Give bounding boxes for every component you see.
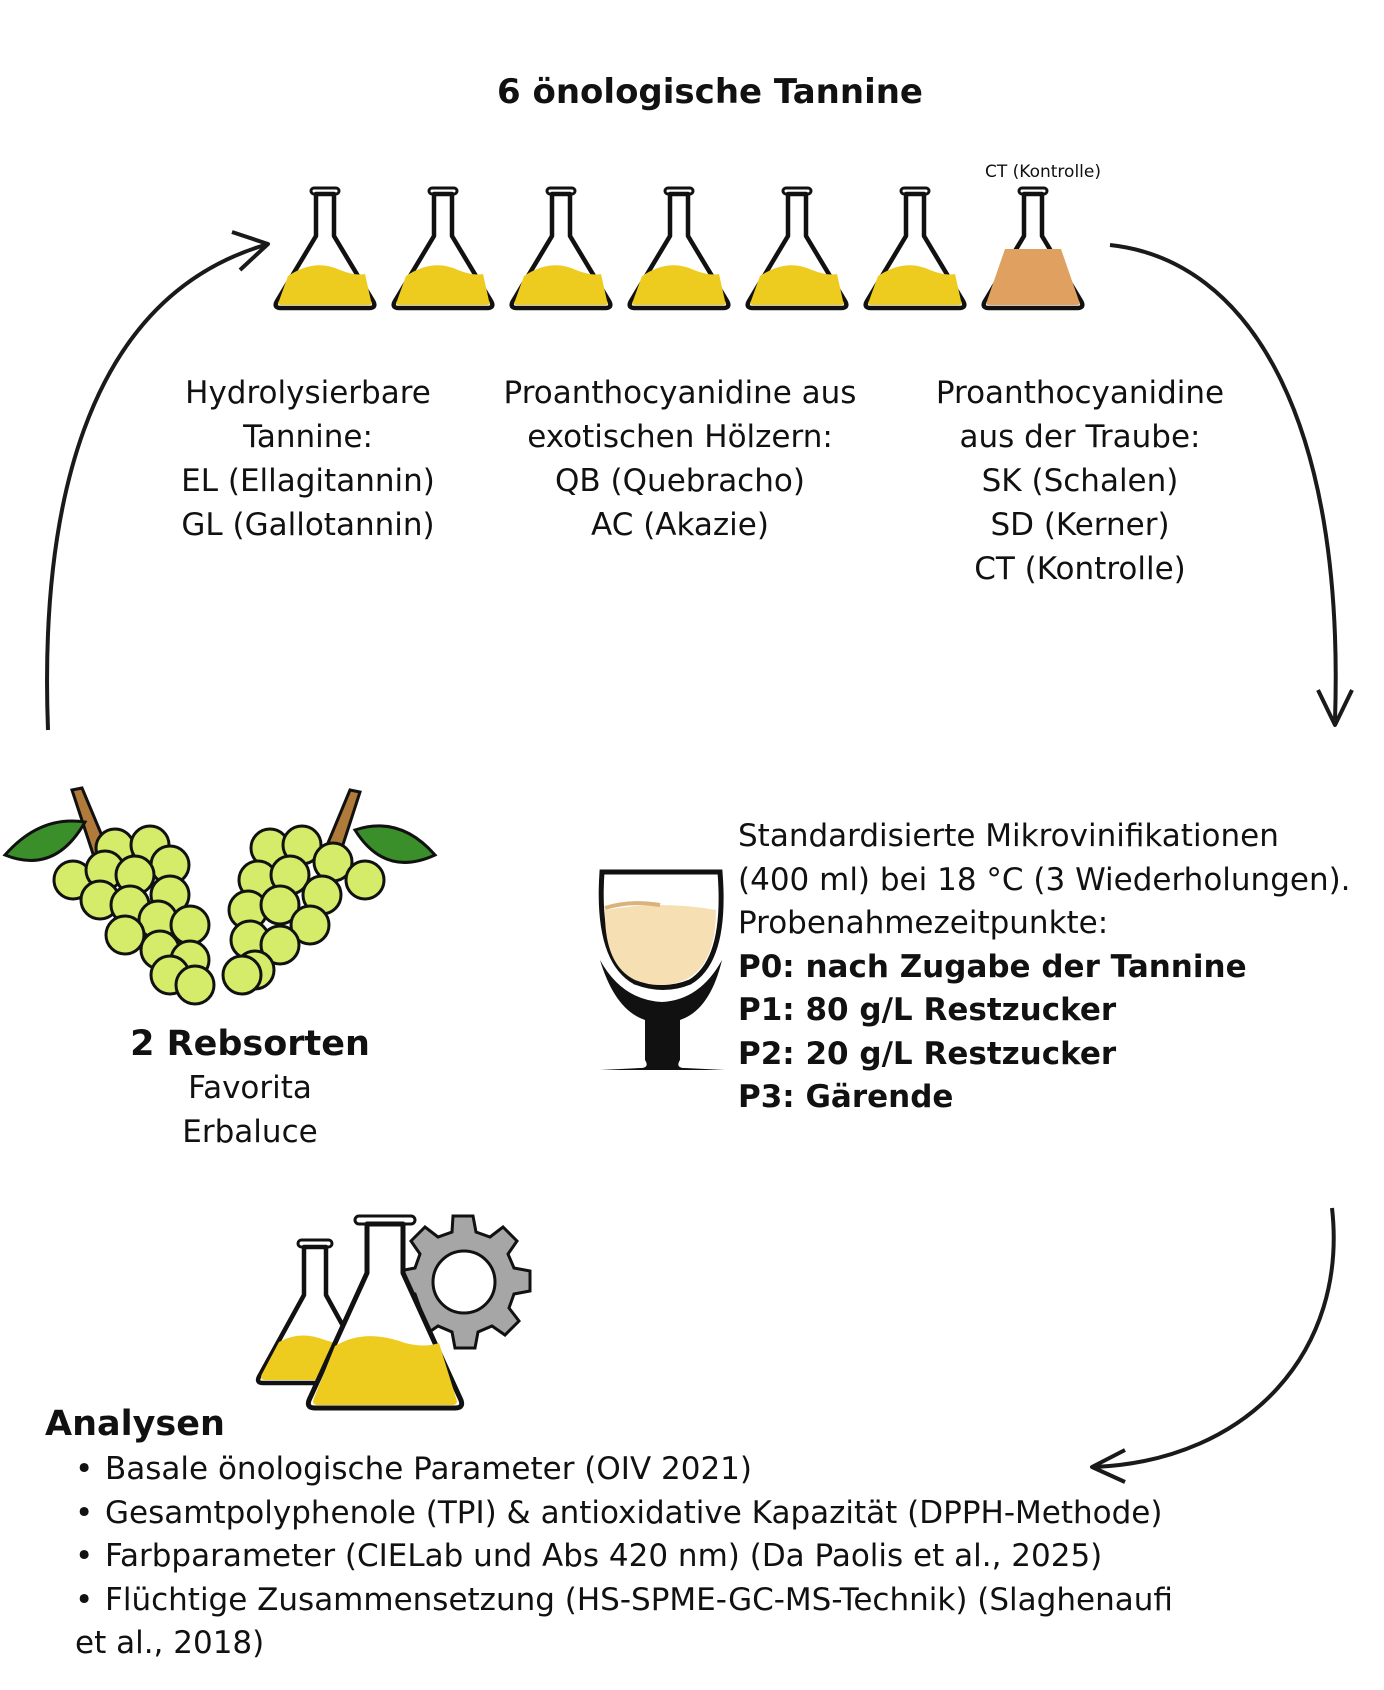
analyses-heading: Analysen <box>45 1404 225 1444</box>
grape-icon <box>221 788 438 996</box>
analysis-item-text: Flüchtige Zusammensetzung (HS-SPME-GC-MS… <box>105 1581 1173 1618</box>
bullet: • <box>75 1451 94 1487</box>
tannin-flask-3 <box>512 188 611 308</box>
group-line: SD (Kerner) <box>990 507 1170 543</box>
bullet: • <box>75 1581 94 1618</box>
grape-varieties: 2 Rebsorten Favorita Erbaluce <box>60 1022 440 1154</box>
sampling-point: P1: 80 g/L Restzucker <box>738 992 1117 1028</box>
group-line: Proanthocyanidine <box>935 375 1225 411</box>
gear-icon <box>397 1214 532 1350</box>
sampling-point: P0: nach Zugabe der Tannine <box>738 948 1247 985</box>
arrow-bottom-right <box>1094 1207 1336 1469</box>
analyses-section: Analysen • Basale önologische Parameter … <box>45 1402 1173 1666</box>
analysis-item: • Basale önologische Parameter (OIV 2021… <box>45 1448 1173 1492</box>
group-line: AC (Akazie) <box>591 507 769 543</box>
sampling-point: P2: 20 g/L Restzucker <box>738 1035 1117 1072</box>
arrow-bottom-right-head <box>1090 1448 1126 1484</box>
arrow-right-down <box>1109 243 1338 721</box>
analysis-item-continuation: et al., 2018) <box>75 1625 265 1661</box>
vinif-line: Probenahmezeitpunkte: <box>738 905 1109 941</box>
arrow-left-up <box>45 243 266 731</box>
sampling-point: P3: Gärende <box>738 1079 954 1115</box>
analysis-item-text: Farbparameter (CIELab und Abs 420 nm) (D… <box>105 1538 1103 1574</box>
tannin-group-hydrolysable: Hydrolysierbare Tannine: EL (Ellagitanni… <box>148 371 468 547</box>
tannin-flask-6 <box>866 188 965 308</box>
vinif-line: (400 ml) bei 18 °C (3 Wiederholungen). <box>738 861 1351 898</box>
analysis-item: • Gesamtpolyphenole (TPI) & antioxidativ… <box>45 1492 1173 1536</box>
group-line: SK (Schalen) <box>981 463 1179 499</box>
analysis-item: • Farbparameter (CIELab und Abs 420 nm) … <box>45 1535 1173 1579</box>
analysis-item-text: Gesamtpolyphenole (TPI) & antioxidative … <box>105 1494 1163 1531</box>
tannin-flask-5 <box>748 188 847 308</box>
grape-variety: Favorita <box>188 1070 312 1106</box>
group-line: Hydrolysierbare <box>185 375 431 411</box>
group-line: GL (Gallotannin) <box>181 507 435 543</box>
diagram-title: 6 önologische Tannine <box>497 72 923 112</box>
tannin-flask-2 <box>394 188 493 308</box>
vinif-line: Standardisierte Mikrovinifikationen <box>738 818 1279 854</box>
control-flask <box>984 188 1083 308</box>
tannin-flask-4 <box>630 188 729 308</box>
arrow-right-down-head <box>1316 689 1354 727</box>
grape-varieties-heading: 2 Rebsorten <box>130 1024 370 1064</box>
tannin-group-grape: Proanthocyanidine aus der Traube: SK (Sc… <box>910 371 1250 591</box>
control-flask-caption: CT (Kontrolle) <box>985 162 1101 182</box>
grape-variety: Erbaluce <box>182 1114 318 1150</box>
arrow-left-up-head <box>231 230 270 272</box>
group-line: Proanthocyanidine aus <box>503 375 857 411</box>
group-line: Tannine: <box>243 419 373 455</box>
tannin-flask-1 <box>276 188 375 308</box>
group-line: QB (Quebracho) <box>555 463 805 499</box>
large-flask-icon <box>305 1214 465 1411</box>
analysis-item: • Flüchtige Zusammensetzung (HS-SPME-GC-… <box>45 1579 1173 1623</box>
group-line: EL (Ellagitannin) <box>181 463 435 499</box>
microvinification-text: Standardisierte Mikrovinifikationen (400… <box>738 815 1351 1120</box>
group-line: aus der Traube: <box>959 419 1201 455</box>
group-line: CT (Kontrolle) <box>974 551 1186 587</box>
tannin-group-exotic-wood: Proanthocyanidine aus exotischen Hölzern… <box>480 371 880 547</box>
bullet: • <box>75 1494 94 1531</box>
bullet: • <box>75 1538 94 1574</box>
wine-glass-icon <box>598 869 725 1070</box>
grape-icon <box>2 786 216 1006</box>
analysis-item-text: Basale önologische Parameter (OIV 2021) <box>105 1451 752 1487</box>
group-line: exotischen Hölzern: <box>527 419 833 455</box>
